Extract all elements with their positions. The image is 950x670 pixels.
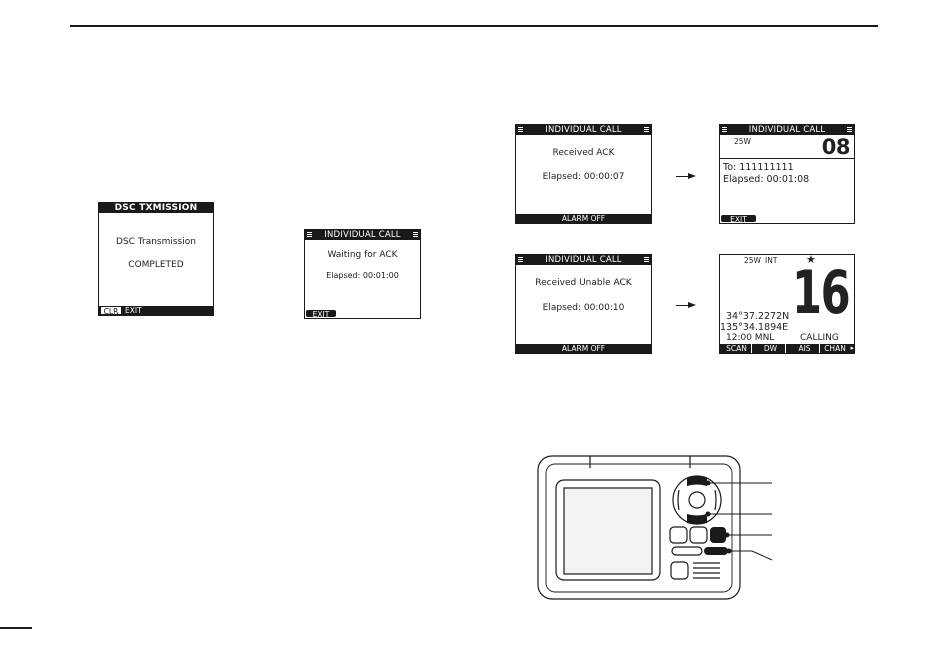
bottom-left-rule <box>0 627 32 629</box>
exit-softkey[interactable]: EXIT <box>125 306 142 315</box>
to-address: To: 111111111 <box>723 162 794 173</box>
arrow-line <box>676 305 690 307</box>
exit-softkey[interactable]: EXIT <box>720 214 757 223</box>
calling-status: CALLING <box>800 333 839 343</box>
ais-softkey[interactable]: AIS <box>790 344 820 353</box>
power-indicator: 25W <box>734 137 751 146</box>
signal-bars-right <box>644 127 649 133</box>
signal-bars-left <box>307 232 312 238</box>
alarm-off-softkey[interactable]: ALARM OFF <box>561 344 606 353</box>
received-ack-screen: INDIVIDUAL CALL Received ACK Elapsed: 00… <box>515 124 652 224</box>
signal-bars-left <box>518 127 523 133</box>
radio-front-panel-illustration <box>537 455 773 600</box>
screen-header: INDIVIDUAL CALL <box>305 230 420 240</box>
softkey-bar <box>720 344 854 353</box>
dsc-transmission-screen: DSC TXMISSION DSC Transmission COMPLETED… <box>98 202 214 316</box>
longitude: 135°34.1894E <box>720 322 789 333</box>
softkey-bar <box>516 344 651 353</box>
softkey-bar <box>516 214 651 223</box>
received-ack-text: Received ACK <box>552 148 615 158</box>
channel-number: 16 <box>792 258 851 328</box>
signal-bars-right <box>413 232 418 238</box>
screen-header: INDIVIDUAL CALL <box>516 255 651 265</box>
time-display: 12:00 MNL <box>726 333 775 343</box>
signal-bars-right <box>847 127 852 133</box>
chan-softkey[interactable]: CHAN <box>824 344 846 353</box>
elapsed-text: Elapsed: 00:01:00 <box>326 271 399 280</box>
ack-result-screen: INDIVIDUAL CALL 25W 08 To: 111111111 Ela… <box>719 124 855 224</box>
arrow-icon <box>688 173 696 179</box>
top-rule <box>70 25 878 27</box>
arrow-icon <box>688 302 696 308</box>
signal-bars-left <box>518 257 523 263</box>
received-unable-ack-text: Received Unable ACK <box>535 278 632 288</box>
signal-bars-left <box>722 127 727 133</box>
waiting-ack-screen: INDIVIDUAL CALL Waiting for ACK Elapsed:… <box>304 229 421 319</box>
divider <box>720 158 854 159</box>
screen-header: DSC TXMISSION <box>99 203 213 213</box>
channel-number: 08 <box>821 135 851 159</box>
clr-softkey[interactable]: CLR <box>100 306 122 315</box>
elapsed-text: Elapsed: 00:00:07 <box>542 172 625 182</box>
power-indicator: 25W <box>744 256 761 265</box>
favorite-star-icon: ★ <box>806 254 816 266</box>
completed-text: COMPLETED <box>128 260 184 270</box>
elapsed-text: Elapsed: 00:00:10 <box>542 303 625 313</box>
screen-header: INDIVIDUAL CALL <box>720 125 854 135</box>
elapsed-text: Elapsed: 00:01:08 <box>723 174 810 185</box>
scan-softkey[interactable]: SCAN <box>722 344 752 353</box>
latitude: 34°37.2272N <box>726 311 790 322</box>
dw-softkey[interactable]: DW <box>756 344 786 353</box>
exit-softkey[interactable]: EXIT <box>305 309 337 318</box>
arrow-line <box>676 176 690 178</box>
received-unable-ack-screen: INDIVIDUAL CALL Received Unable ACK Elap… <box>515 254 652 354</box>
channel-screen: 25W INT ★ 16 34°37.2272N 135°34.1894E 12… <box>719 254 855 354</box>
waiting-text: Waiting for ACK <box>327 250 398 260</box>
screen-header: INDIVIDUAL CALL <box>516 125 651 135</box>
more-arrow-icon: ▸ <box>850 344 854 352</box>
signal-bars-right <box>644 257 649 263</box>
softkey-bar <box>99 306 213 315</box>
alarm-off-softkey[interactable]: ALARM OFF <box>561 214 606 223</box>
int-indicator: INT <box>765 256 778 265</box>
dsc-transmission-text: DSC Transmission <box>116 237 196 247</box>
